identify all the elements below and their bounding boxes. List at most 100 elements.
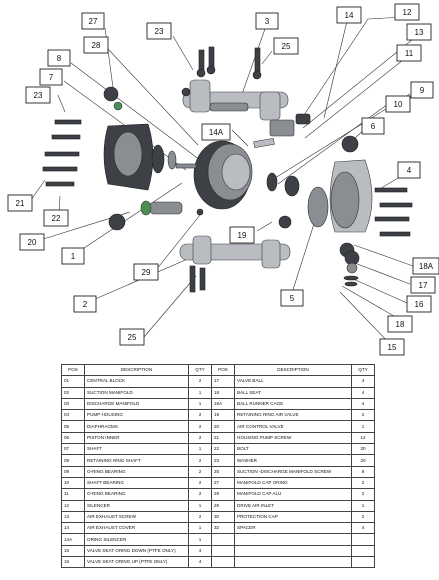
svg-text:3: 3: [265, 17, 270, 26]
cell-pos: 25: [211, 465, 235, 478]
callout-15: 15: [379, 338, 405, 356]
callout-17: 17: [410, 276, 436, 294]
callout-20: 20: [19, 233, 45, 251]
svg-text:21: 21: [16, 199, 25, 208]
cell-description: SUCTION MANIFOLD: [84, 386, 189, 399]
cell-description: AIR CONTROL VALVE: [234, 420, 352, 433]
cell-description: SHAFT BEARING: [84, 476, 189, 490]
callout-14A: 14A: [201, 123, 231, 141]
cell-description: MANIFOLD CAP ORING: [234, 476, 352, 490]
cell-qty: 4: [188, 544, 212, 558]
svg-text:14: 14: [345, 11, 354, 20]
callout-11: 11: [396, 44, 422, 62]
cell-pos: 11: [61, 488, 85, 501]
cell-description: SUCTION -DISCHARGE MANIFOLD SCREW: [234, 465, 352, 478]
callout-21: 21: [7, 194, 33, 212]
cell-description: SPACER: [234, 522, 352, 535]
cell-description: BOLT: [234, 443, 352, 456]
svg-text:12: 12: [403, 8, 412, 17]
callout-1: 1: [61, 247, 85, 265]
header-description: DESCRIPTION: [84, 363, 189, 377]
cell-qty: 2: [188, 476, 212, 490]
callout-13: 13: [406, 23, 432, 41]
air-exhaust-cover: [253, 113, 311, 149]
cell-description: SILENCER: [84, 499, 189, 512]
cell-pos: 20: [211, 420, 235, 433]
svg-text:28: 28: [92, 41, 101, 50]
cell-qty: 1: [351, 499, 375, 512]
svg-text:25: 25: [128, 333, 137, 342]
callout-25-top: 25: [273, 37, 299, 55]
cell-pos: 08: [61, 454, 85, 467]
cell-qty: 4: [188, 556, 212, 569]
cell-description: [234, 544, 352, 558]
bolt-stacks-left: [42, 119, 82, 187]
callout-4: 4: [397, 161, 421, 179]
svg-text:19: 19: [238, 231, 247, 240]
cell-qty: 2: [351, 409, 375, 422]
cell-description: VALVE BALL: [234, 375, 352, 388]
callout-25-bottom: 25: [119, 328, 145, 346]
cell-pos: 29: [211, 499, 235, 512]
cell-pos: 02: [61, 386, 85, 399]
header-description: DESCRIPTION: [234, 363, 352, 377]
svg-text:22: 22: [52, 214, 61, 223]
cell-qty: 2: [188, 420, 212, 433]
svg-text:13: 13: [415, 28, 424, 37]
cell-qty: 4: [351, 522, 375, 535]
cell-pos: 03: [61, 397, 85, 411]
callout-8: 8: [47, 49, 71, 67]
cell-qty: 20: [351, 454, 375, 467]
svg-text:29: 29: [142, 268, 151, 277]
cell-description: BALL SEAT: [234, 386, 352, 399]
callout-16: 16: [406, 295, 432, 313]
cell-qty: 1: [188, 397, 212, 411]
svg-text:4: 4: [407, 166, 412, 175]
cell-qty: 1: [188, 533, 212, 546]
cell-pos: [211, 544, 235, 558]
cell-description: DRIVE AIR INLET: [234, 499, 352, 512]
svg-text:17: 17: [419, 281, 428, 290]
callout-7: 7: [39, 68, 63, 86]
exploded-pump-diagram: 27 3 23 25 14 12 28 13 8 11 7 9 10 23 14…: [7, 3, 439, 356]
cell-pos: 07: [61, 443, 85, 456]
svg-text:18: 18: [396, 320, 405, 329]
callout-23-left: 23: [25, 86, 51, 104]
cell-qty: 2: [188, 454, 212, 467]
cell-pos: 14: [61, 522, 85, 535]
cell-pos: 04: [61, 409, 85, 422]
svg-text:23: 23: [34, 91, 43, 100]
cell-description: [234, 533, 352, 546]
svg-text:1: 1: [71, 252, 76, 261]
cell-description: WASHER: [234, 454, 352, 467]
callout-28: 28: [83, 36, 109, 54]
cell-description: RETAINING RING AIR VALVE: [234, 409, 352, 422]
valve-ball-stack: [343, 250, 360, 287]
cell-qty: 2: [351, 488, 375, 501]
cell-pos: 06: [61, 431, 85, 445]
cell-pos: 09: [61, 465, 85, 478]
callout-2: 2: [73, 295, 97, 313]
svg-text:23: 23: [155, 27, 164, 36]
cell-qty: 20: [351, 443, 375, 456]
cell-pos: 10: [61, 476, 85, 490]
cell-qty: 8: [351, 465, 375, 478]
svg-text:8: 8: [57, 54, 62, 63]
bolts-top: [181, 46, 262, 97]
cell-pos: 16: [61, 556, 85, 569]
svg-text:15: 15: [388, 343, 397, 352]
cell-description: DISCHARGE MANIFOLD: [84, 397, 189, 411]
cell-description: PUMP HOUSING: [84, 409, 189, 422]
cell-description: DIAPHRAGMS: [84, 420, 189, 433]
svg-text:18A: 18A: [419, 262, 434, 271]
header-pos: POS: [211, 363, 235, 377]
cell-qty: [351, 544, 375, 558]
cell-description: PROTECTION CAP: [234, 510, 352, 524]
